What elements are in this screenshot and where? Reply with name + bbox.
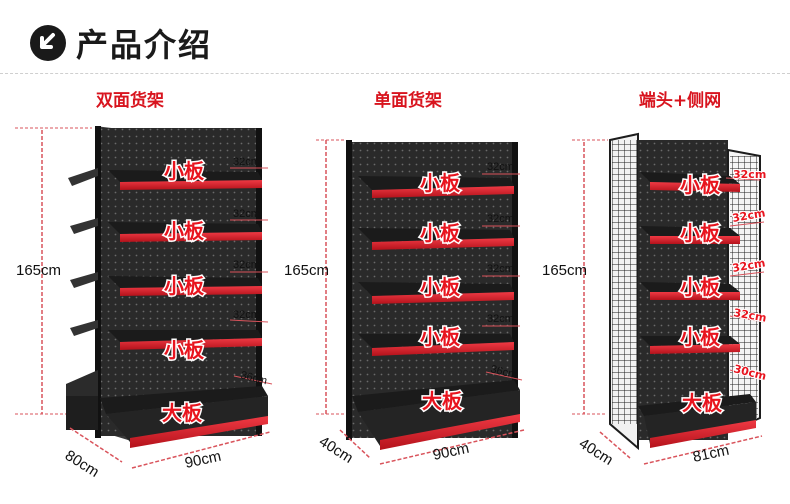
shelf-size-label: 32cm — [487, 313, 514, 325]
shelf-size-label: 32cm — [233, 208, 260, 220]
height-label: 165cm — [16, 262, 61, 279]
shelf-label: 小板 — [420, 325, 461, 349]
shelf-size-label: 32cm — [233, 309, 260, 321]
column-title-double-sided: 双面货架 — [96, 91, 164, 111]
height-label: 165cm — [542, 262, 587, 279]
shelf-label: 小板 — [680, 221, 721, 245]
shelf-size-label: 32cm — [733, 168, 766, 181]
section-header: 产品介绍 — [30, 16, 212, 70]
end-cap-rack — [572, 132, 765, 465]
shelf-label: 小板 — [680, 275, 721, 299]
header-divider — [0, 73, 790, 74]
shelf-label: 小板 — [420, 221, 461, 245]
shelf-size-label: 32cm — [233, 156, 260, 168]
side-mesh — [612, 140, 638, 424]
shelf-label: 大板 — [162, 401, 203, 425]
single-sided-rack — [316, 139, 525, 465]
shelf-3 — [358, 282, 514, 304]
shelf-base — [66, 386, 268, 448]
shelf-2 — [108, 222, 262, 242]
shelf-label: 大板 — [682, 391, 723, 415]
shelf-2 — [358, 228, 514, 250]
side-mesh — [730, 156, 758, 418]
width-label: 81cm — [691, 442, 730, 466]
shelf-label: 大板 — [422, 389, 463, 413]
shelf-size-label: 32cm — [487, 161, 514, 173]
width-label: 90cm — [431, 440, 470, 464]
shelf-3 — [108, 276, 262, 296]
column-title-single-sided: 单面货架 — [374, 91, 442, 111]
double-sided-rack — [15, 126, 273, 469]
width-label: 90cm — [183, 448, 222, 472]
shelf-1 — [108, 170, 262, 190]
shelf-label: 小板 — [164, 338, 205, 362]
shelf-base — [638, 394, 756, 448]
shelf-label: 小板 — [164, 274, 205, 298]
arrow-down-left-icon — [30, 25, 66, 61]
shelf-base — [352, 380, 520, 450]
shelf-size-label: 32cm — [487, 213, 514, 225]
shelf-label: 小板 — [164, 159, 205, 183]
shelf-4 — [108, 330, 262, 350]
shelf-label: 小板 — [164, 219, 205, 243]
shelf-label: 小板 — [420, 275, 461, 299]
shelf-4 — [358, 334, 514, 356]
shelf-1 — [358, 176, 514, 198]
shelf-1 — [640, 172, 740, 192]
height-label: 165cm — [284, 262, 329, 279]
page-title: 产品介绍 — [76, 26, 213, 64]
shelf-3 — [640, 282, 740, 300]
shelf-label: 小板 — [680, 173, 721, 197]
shelf-size-label: 32cm — [233, 259, 260, 271]
column-title-end-cap: 端头+侧网 — [638, 91, 722, 111]
shelf-size-label: 32cm — [732, 306, 767, 325]
depth-label: 80cm — [62, 447, 102, 481]
shelf-label: 小板 — [680, 325, 721, 349]
shelf-size-label: 32cm — [487, 263, 514, 275]
shelf-2 — [640, 226, 740, 244]
shelf-4 — [640, 336, 740, 354]
shelf-label: 小板 — [420, 171, 461, 195]
